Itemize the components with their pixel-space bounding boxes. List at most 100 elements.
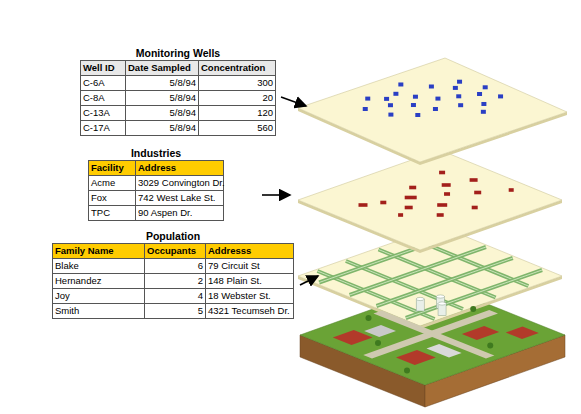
data-table: PopulationFamily NameOccupantsAddresssBl… xyxy=(52,230,294,319)
street xyxy=(406,270,542,318)
table-cell: 5/8/94 xyxy=(126,106,199,121)
well-dot xyxy=(458,103,463,107)
table-grid: FacilityAddressAcme3029 Convington Dr.Fo… xyxy=(88,160,224,221)
table-cell: 6 xyxy=(145,259,206,274)
well-dot xyxy=(411,103,416,107)
tree xyxy=(470,306,476,312)
table-cell: Acme xyxy=(89,176,136,191)
well-dot xyxy=(453,86,458,90)
data-table: IndustriesFacilityAddressAcme3029 Convin… xyxy=(88,147,224,221)
industry-sites xyxy=(359,171,514,217)
industries-layer xyxy=(298,150,562,250)
tank-top xyxy=(438,302,446,305)
table-header-cell: Address xyxy=(136,161,224,176)
table-cell: 5/8/94 xyxy=(126,91,199,106)
industry-site xyxy=(444,192,450,196)
table-cell: 3029 Convington Dr. xyxy=(136,176,224,191)
table-cell: 90 Aspen Dr. xyxy=(136,206,224,221)
well-dot xyxy=(433,107,438,111)
building-roof xyxy=(427,344,462,358)
table-cell: 148 Plain St. xyxy=(206,274,294,289)
street xyxy=(350,247,486,295)
industry-site xyxy=(437,213,444,217)
table-cell: 742 West Lake St. xyxy=(136,191,224,206)
table-cell: 4321 Tecumseh Dr. xyxy=(206,304,294,319)
table-cell: C-17A xyxy=(81,121,126,136)
well-dot xyxy=(457,80,462,84)
street-center xyxy=(406,270,542,318)
table-title: Population xyxy=(52,230,294,243)
well-dot xyxy=(388,113,393,117)
table-cell: Fox xyxy=(89,191,136,206)
well-dot xyxy=(483,85,488,89)
tree xyxy=(375,340,381,346)
building-roof xyxy=(364,325,396,337)
well-points xyxy=(363,80,503,117)
well-dot xyxy=(429,85,434,89)
well-dot xyxy=(477,92,482,96)
data-table: Monitoring WellsWell IDDate SampledConce… xyxy=(80,47,276,136)
table-cell: Smith xyxy=(53,304,145,319)
industry-site xyxy=(474,191,481,195)
table-cell: TPC xyxy=(89,206,136,221)
table-cell: 79 Circuit St xyxy=(206,259,294,274)
table-header-cell: Facility xyxy=(89,161,136,176)
table-title: Monitoring Wells xyxy=(80,47,276,60)
well-dot xyxy=(481,110,486,114)
well-dot xyxy=(498,94,503,98)
table-title: Industries xyxy=(88,147,224,160)
building-roof xyxy=(506,327,539,340)
industry-site xyxy=(405,196,417,200)
table-header-cell: Addresss xyxy=(206,244,294,259)
table-cell: C-13A xyxy=(81,106,126,121)
well-dot xyxy=(398,82,403,86)
building-roof xyxy=(462,326,499,340)
street-center xyxy=(350,247,486,295)
tree xyxy=(366,315,372,321)
building-roof xyxy=(333,330,373,345)
town-features xyxy=(333,295,539,374)
table-header-cell: Date Sampled xyxy=(126,61,199,76)
table-grid: Well IDDate SampledConcentrationC-6A5/8/… xyxy=(80,60,276,136)
well-dot xyxy=(435,97,440,101)
well-dot xyxy=(365,97,370,101)
well-dot xyxy=(363,107,368,111)
industry-site xyxy=(409,186,416,190)
table-cell: C-8A xyxy=(81,91,126,106)
industry-site xyxy=(437,203,447,207)
table-cell: 4 xyxy=(145,289,206,304)
industry-site xyxy=(380,201,386,205)
leader-arrow xyxy=(281,97,306,106)
table-cell: 560 xyxy=(199,121,276,136)
wells-layer xyxy=(298,58,567,162)
well-dot xyxy=(456,94,461,98)
well-dot xyxy=(415,113,420,117)
tree xyxy=(404,368,410,374)
table-header-cell: Concentration xyxy=(199,61,276,76)
table-cell: 2 xyxy=(145,274,206,289)
tank-top xyxy=(416,297,424,300)
table-cell: 20 xyxy=(199,91,276,106)
industry-site xyxy=(398,213,403,217)
table-cell: 5/8/94 xyxy=(126,121,199,136)
leader-arrow xyxy=(262,194,290,196)
table-cell: 5 xyxy=(145,304,206,319)
tree xyxy=(487,343,493,349)
table-cell: Joy xyxy=(53,289,145,304)
table-cell: C-6A xyxy=(81,76,126,91)
industry-site xyxy=(439,171,445,175)
well-dot xyxy=(388,103,393,107)
table-cell: Hernandez xyxy=(53,274,145,289)
well-dot xyxy=(413,95,418,99)
industry-site xyxy=(470,178,478,182)
industry-site xyxy=(472,206,478,210)
well-dot xyxy=(393,92,398,96)
well-dot xyxy=(481,102,486,106)
industry-site xyxy=(442,183,451,187)
leader-arrow xyxy=(300,276,318,285)
table-cell: Blake xyxy=(53,259,145,274)
table-header-cell: Occupants xyxy=(145,244,206,259)
tank-top xyxy=(436,295,444,298)
well-dot xyxy=(384,97,389,101)
table-cell: 120 xyxy=(199,106,276,121)
